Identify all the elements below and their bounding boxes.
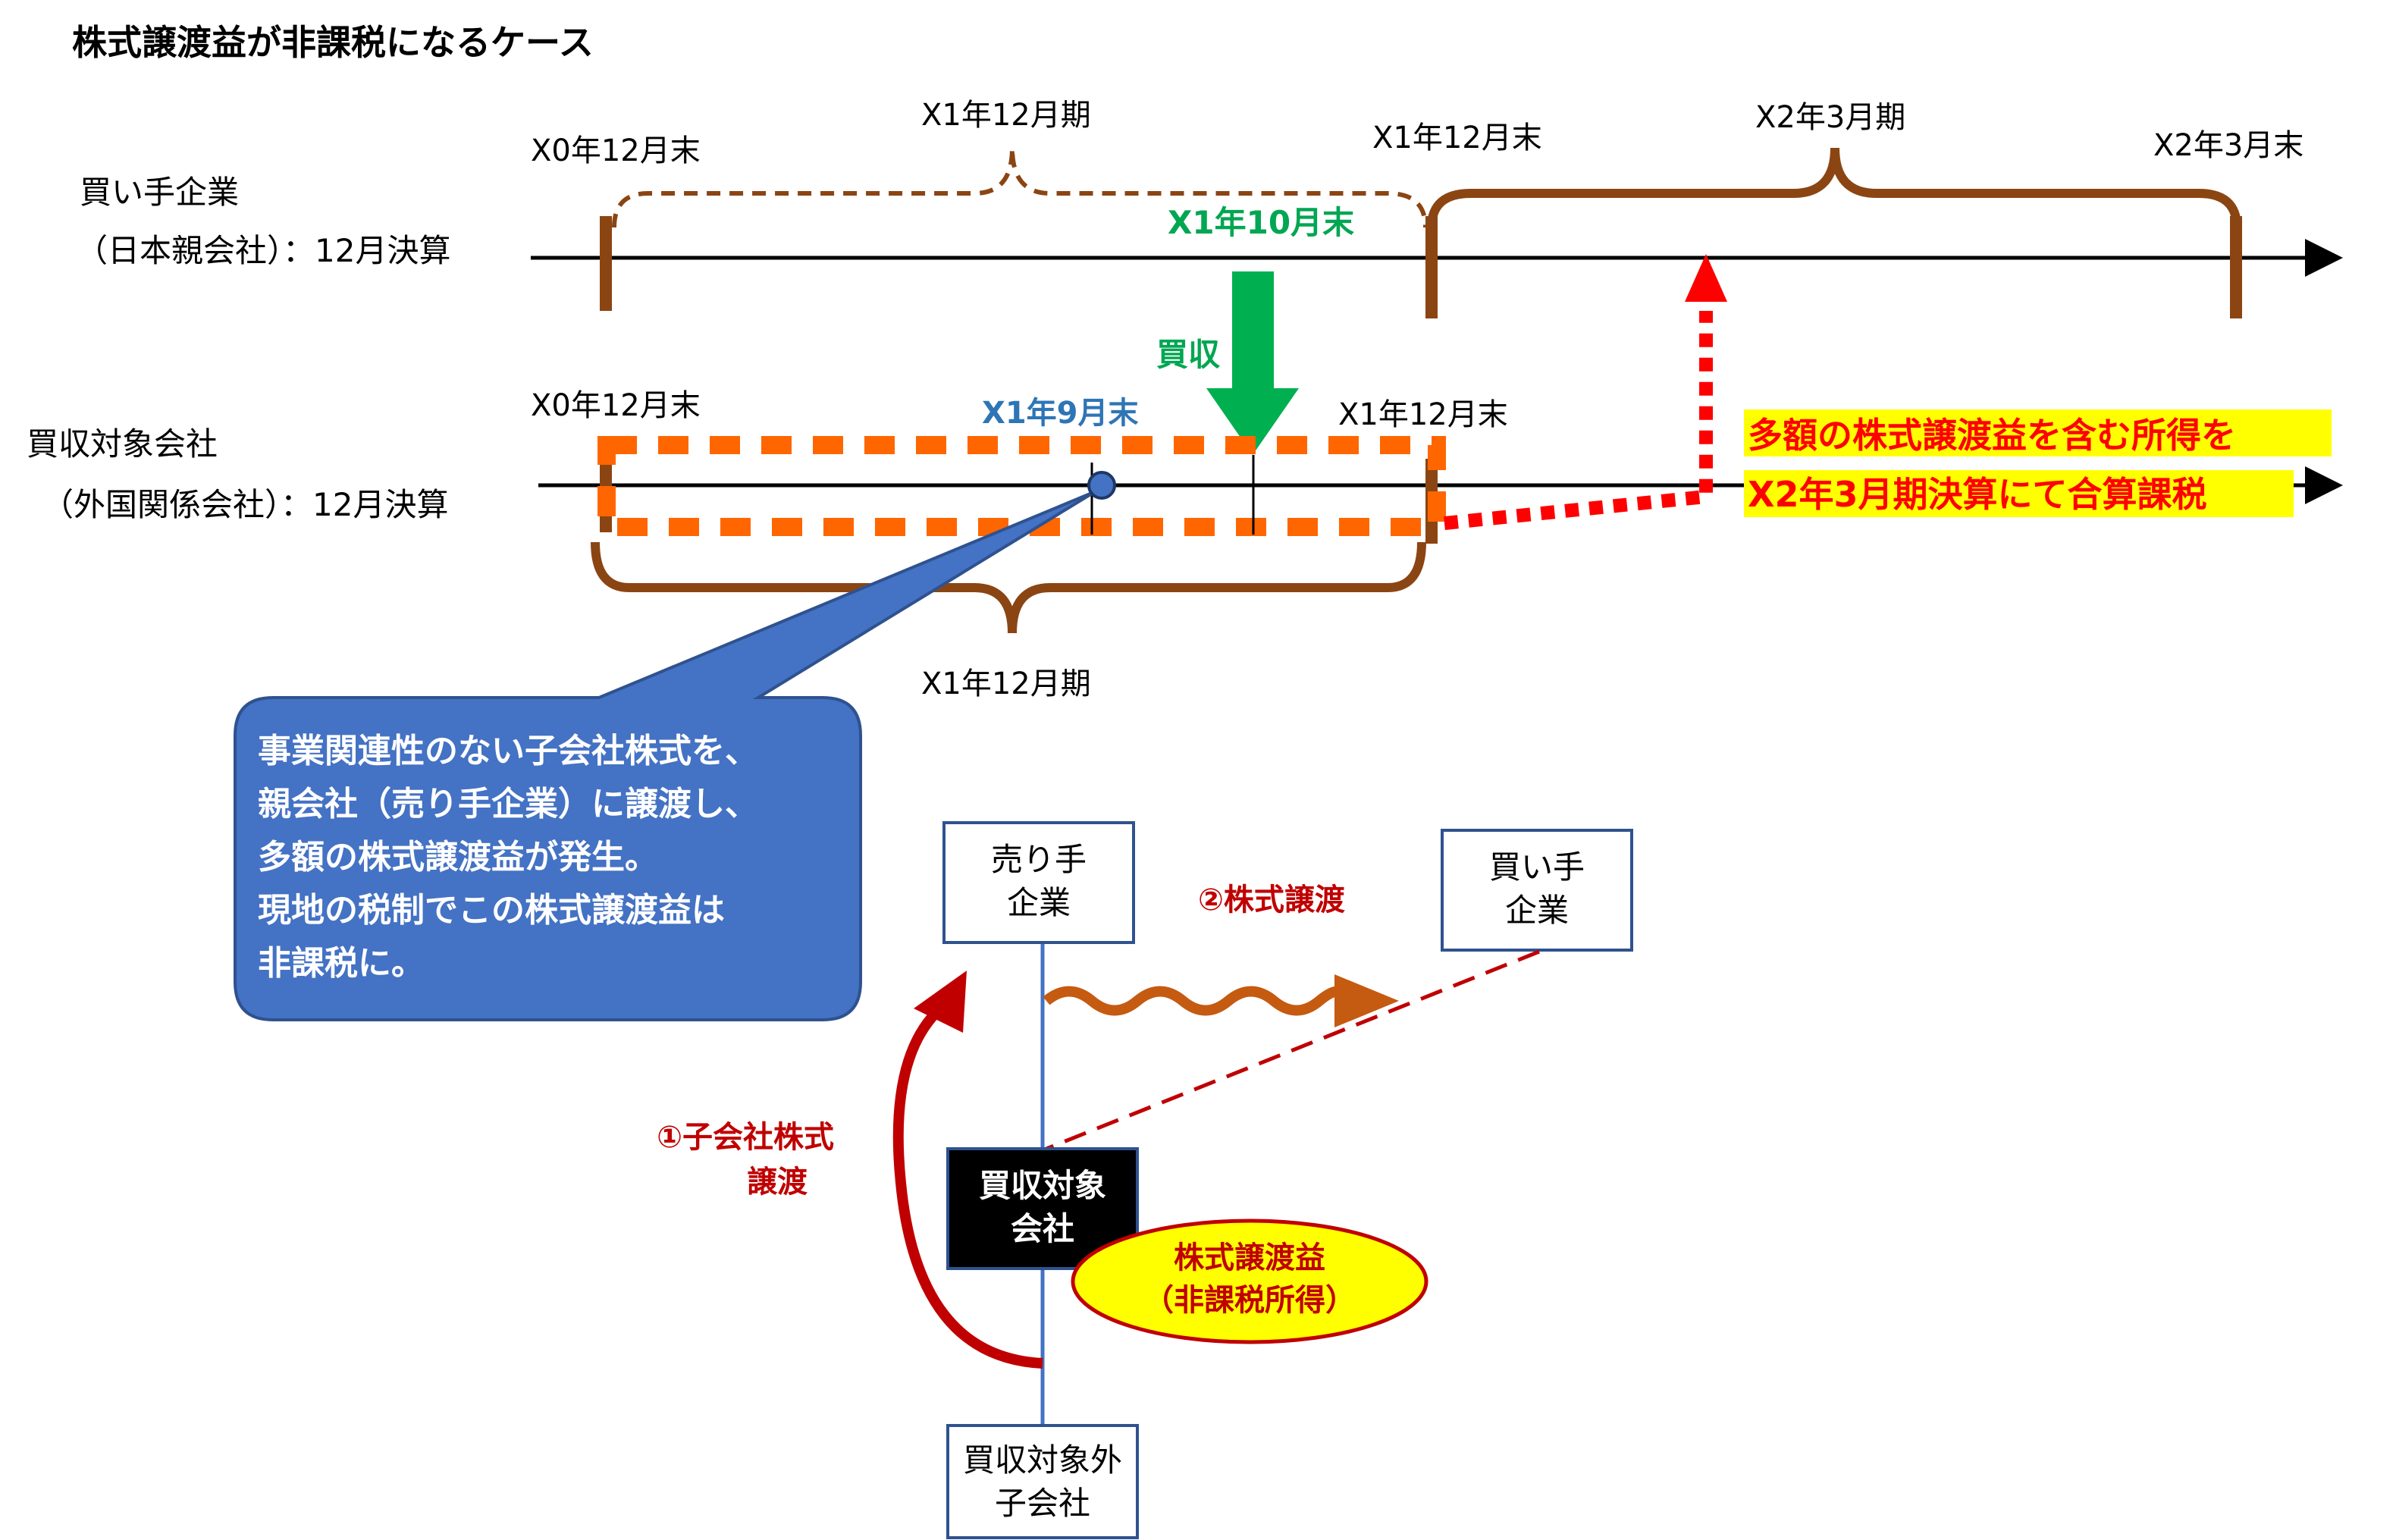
transfer-wavy-arrow	[1043, 986, 1351, 1016]
buyer-box	[1441, 829, 1633, 952]
target-date-x0: X0年12月末	[531, 388, 701, 423]
buyer-tick-x2	[2230, 216, 2242, 318]
buyer-box-line1: 買い手	[1489, 848, 1585, 886]
step1-line2: 譲渡	[747, 1165, 808, 1200]
target-box-line2: 会社	[1011, 1210, 1074, 1247]
buyer-date-x0: X0年12月末	[531, 133, 701, 168]
target-sub: （外国関係会社）：12月決算	[42, 486, 448, 523]
buyer-name: 買い手企業	[80, 174, 239, 211]
callout-line5: 非課税に。	[258, 944, 425, 983]
excluded-sub-line2: 子会社	[995, 1485, 1090, 1522]
target-name: 買収対象会社	[27, 425, 218, 463]
seller-line1: 売り手	[991, 841, 1087, 878]
gain-line2: （非課税所得）	[1143, 1283, 1356, 1318]
sale-point-dot	[1087, 471, 1116, 500]
excluded-sub-box	[946, 1424, 1139, 1539]
acquisition-label: 買収	[1156, 336, 1220, 373]
transfer-wavy-arrowhead	[1334, 974, 1399, 1027]
target-period-label: X1年12月期	[921, 666, 1091, 701]
highlight-line1: 多額の株式譲渡益を含む所得を	[1748, 415, 2236, 456]
target-box-line1: 買収対象	[979, 1167, 1106, 1204]
target-period-brace	[591, 541, 1426, 634]
callout-line1: 事業関連性のない子会社株式を、	[258, 732, 758, 770]
callout-line3: 多額の株式譲渡益が発生。	[258, 838, 658, 877]
excluded-sub-line1: 買収対象外	[963, 1441, 1122, 1479]
buyer-period2-brace	[1427, 147, 2241, 228]
buyer-period2-label: X2年3月期	[1755, 100, 1905, 135]
target-period-dashed-box	[597, 436, 1446, 536]
gain-line1: 株式譲渡益	[1174, 1240, 1325, 1275]
step1-line1: ①子会社株式	[657, 1120, 834, 1155]
buyer-period-brace-dashed	[612, 147, 1428, 228]
highlight-line2: X2年3月期決算にて合算課税	[1748, 474, 2206, 515]
callout-line4: 現地の税制でこの株式譲渡益は	[258, 891, 725, 930]
buyer-date-x1: X1年12月末	[1372, 121, 1542, 155]
acquisition-date: X1年10月末	[1168, 204, 1354, 241]
buyer-box-line2: 企業	[1505, 892, 1569, 929]
highlight-bg-line2	[1744, 470, 2294, 517]
acquisition-dashed-line	[1046, 949, 1540, 1151]
highlight-bg-line1	[1744, 409, 2332, 456]
target-date-x1: X1年12月末	[1338, 397, 1508, 432]
callout-bubble	[234, 490, 1097, 1021]
buyer-period-label: X1年12月期	[921, 98, 1091, 133]
seller-box	[942, 821, 1135, 944]
step2-label: ②株式譲渡	[1198, 883, 1345, 917]
step1-arrowhead	[914, 971, 967, 1033]
diagram-title: 株式譲渡益が非課税になるケース	[72, 22, 594, 63]
step1-curved-arrow	[892, 1008, 1043, 1369]
buyer-date-x2: X2年3月末	[2153, 128, 2303, 163]
consolidation-arrowhead	[1685, 254, 1727, 302]
acquisition-arrow	[1206, 271, 1299, 455]
gain-ellipse	[1071, 1219, 1429, 1344]
buyer-sub: （日本親会社）：12月決算	[76, 232, 450, 269]
buyer-tick-x1	[1425, 216, 1438, 318]
buyer-tick-x0	[600, 216, 612, 311]
sale-point-date: X1年9月末	[982, 396, 1139, 431]
callout-line2: 親会社（売り手企業）に譲渡し、	[258, 785, 758, 823]
seller-line2: 企業	[1007, 884, 1071, 921]
